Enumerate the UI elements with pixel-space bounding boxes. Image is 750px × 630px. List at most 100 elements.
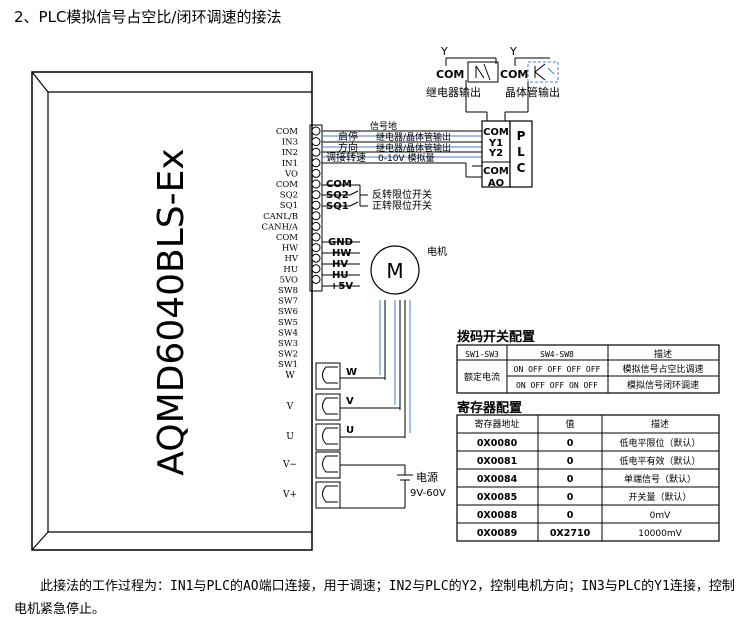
plc-output-wires [465,80,529,121]
reg-row-desc: 10000mV [638,529,682,539]
terminal-screw [311,137,321,147]
relay-transistor-label-2: 继电器/晶体管输出 [376,142,451,154]
dip-header-sw4: SW4-SW8 [540,350,574,359]
reg-row-val: 0 [567,474,574,485]
transistor-output-symbol: Y COM 晶体管输出 [500,45,560,99]
driver-pin-label: SW1 [278,360,298,370]
hu-label: HU [332,270,349,281]
reg-row-desc: 0mV [650,511,671,521]
transistor-output-label: 晶体管输出 [505,85,560,99]
sq1-terminal-label: SQ1 [326,201,349,212]
plc-block [481,120,533,188]
limit-switch-wiring [322,184,368,207]
reg-row-addr: 0X0081 [477,456,517,467]
analog-range-label: 0-10V 模拟量 [378,152,434,164]
driver-pin-label: HW [282,244,298,254]
plc-pin-label: Y2 [488,148,503,159]
terminal-screw [311,274,321,284]
terminal-clamp [322,427,327,445]
driver-pin-label: CANH/A [262,222,299,232]
terminal-screw [311,200,321,210]
reg-row-addr: 0X0084 [477,474,518,485]
terminal-screw [311,190,321,200]
dip-header-sw1: SW1-SW3 [465,350,499,359]
plc-letter: L [517,145,525,159]
plc-letters: PLC [517,129,526,175]
dip-row-1-desc: 模拟信号占空比调速 [622,363,703,375]
dip-row-label: 额定电流 [464,371,500,383]
driver-pin-label: SW4 [278,328,298,338]
dip-header-desc: 描述 [654,348,672,360]
reg-row-desc: 开关量（默认） [628,491,691,503]
reg-header-cell: 寄存器地址 [474,418,519,430]
dip-table: SW1-SW3 SW4-SW8 描述 额定电流 ON OFF OFF OFF O… [456,344,720,394]
terminal-screw [311,253,321,263]
relay-transistor-label-1: 继电器/晶体管输出 [376,131,451,143]
reg-table-title: 寄存器配置 [457,400,522,416]
driver-pin-labels: COMIN3IN2IN1VOCOMSQ2SQ1CANL/BCANH/ACOMHW… [262,127,299,370]
transistor-com-label: COM [500,68,528,81]
plc-signal-wires [322,130,482,178]
reg-row-val: 0 [567,438,574,449]
hw-label: HW [332,248,351,259]
driver-pin-label: HU [283,265,298,275]
driver-terminal-block [309,124,323,292]
terminal-clamp [322,397,327,415]
w-wire-label: W [346,367,357,378]
driver-pin-label: COM [276,180,298,190]
dip-row-1-sw: ON OFF OFF OFF OFF [514,365,601,374]
reg-row-addr: 0X0080 [477,438,518,449]
terminal-screw [311,211,321,221]
driver-pin-label: SW2 [278,350,298,360]
terminal-clamp [322,366,327,384]
driver-pin-label: SQ1 [280,201,298,211]
dip-row-2-sw: ON OFF OFF ON OFF [516,381,598,390]
motor-m-label: M [386,259,403,283]
plc-letter: C [517,161,526,175]
motor-label: 电机 [427,245,447,258]
driver-pin-label: SW6 [278,307,298,317]
com-terminal-label: COM [326,179,352,190]
driver-pin-label: SW8 [278,286,298,296]
power-supply [340,464,413,509]
speed-adjust-label: 调接转速 [326,151,366,164]
relay-y-label: Y [440,45,448,58]
plc-pin-label: COM [483,166,509,177]
reg-row-desc: 低电平有效（默认） [619,455,700,467]
reg-row-val: 0 [567,492,574,503]
driver-pin-label: SW5 [278,318,298,328]
terminal-screw [311,243,321,253]
terminal-block-outline [309,124,323,292]
driver-pin-label: 5VO [280,275,298,285]
direction-label: 方向 [338,141,358,154]
terminal-screw [311,158,321,168]
power-pin-label: W [285,371,295,381]
relay-com-label: COM [436,68,464,81]
driver-box [31,71,313,551]
v-wire-label: V [346,396,354,407]
reg-row-addr: 0X0089 [477,528,517,539]
reverse-limit-label: 反转限位开关 [372,188,432,201]
reg-row-val: 0 [567,456,574,467]
u-wire-label: U [346,425,354,436]
driver-pin-label: COM [276,127,298,137]
power-label: 电源 [416,470,438,484]
driver-pin-label: SQ2 [280,191,298,201]
signal-ground-label: 信号地 [370,120,397,132]
power-range-label: 9V-60V [410,488,446,499]
plus5v-label: +5V [330,281,353,292]
driver-pin-label: HV [284,254,298,264]
reg-header-cell: 值 [565,418,574,430]
start-stop-label: 启停 [338,130,358,143]
terminal-screw [311,179,321,189]
driver-pin-label: CANL/B [263,212,298,222]
plc-letter: P [517,129,526,143]
relay-output-label: 继电器输出 [426,85,481,99]
dip-row-2-desc: 模拟信号闭环调速 [627,379,699,391]
transistor-y-label: Y [509,45,517,58]
terminal-screw [311,126,321,136]
terminal-screw [311,221,321,231]
hall-wiring [322,241,360,287]
